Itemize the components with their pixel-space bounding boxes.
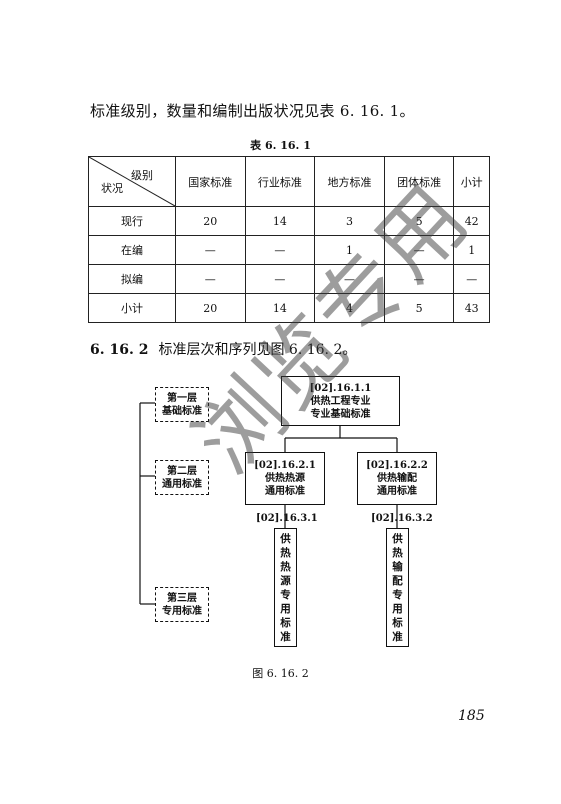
- bottom-right-standard-box: 供 热 输 配 专 用 标 准: [386, 528, 409, 647]
- mid-left-line2: 通用标准: [265, 486, 305, 497]
- row-label: 小计: [88, 293, 176, 323]
- page-number: 185: [458, 708, 485, 724]
- top-standard-box: [02].16.1.1 供热工程专业 专业基础标准: [281, 376, 400, 426]
- bottom-left-code: [02].16.3.1: [256, 513, 318, 524]
- mid-right-code: [02].16.2.2: [366, 460, 428, 471]
- table-corner-cell: 级别 状况: [88, 156, 176, 207]
- layer-2-label: 第二层 通用标准: [155, 460, 209, 495]
- table-cell: —: [453, 264, 490, 294]
- table-cell: 20: [175, 206, 246, 236]
- layer-2-line2: 通用标准: [162, 479, 202, 490]
- section-text: 标准层次和序列见图 6. 16. 2。: [158, 342, 357, 358]
- mid-right-line2: 通用标准: [377, 486, 417, 497]
- top-standard-line2: 专业基础标准: [310, 409, 371, 420]
- vertical-char: 标: [280, 616, 291, 629]
- column-header: 地方标准: [314, 156, 385, 207]
- vertical-char: 配: [392, 574, 403, 587]
- table-row: 现行 20 14 3 5 42: [88, 206, 490, 236]
- vertical-char: 专: [392, 588, 403, 601]
- vertical-char: 用: [280, 602, 291, 615]
- section-heading: 6. 16. 2 标准层次和序列见图 6. 16. 2。: [90, 339, 356, 359]
- table-row: 在编 — — 1 — 1: [88, 235, 490, 265]
- diagonal-line: [89, 157, 175, 206]
- vertical-char: 标: [392, 616, 403, 629]
- intro-paragraph: 标准级别，数量和编制出版状况见表 6. 16. 1。: [90, 102, 415, 120]
- table-cell: —: [244, 264, 316, 294]
- mid-right-line1: 供热输配: [377, 473, 417, 484]
- figure-caption: 图 6. 16. 2: [252, 667, 309, 680]
- row-label: 拟编: [88, 264, 176, 294]
- table-cell: —: [314, 264, 385, 294]
- table-cell: —: [175, 264, 246, 294]
- vertical-char: 准: [280, 630, 291, 643]
- vertical-char: 用: [392, 602, 403, 615]
- top-standard-line1: 供热工程专业: [310, 396, 371, 407]
- column-header: 行业标准: [244, 156, 316, 207]
- bottom-right-code: [02].16.3.2: [371, 513, 433, 524]
- table-cell: —: [175, 235, 246, 265]
- row-label: 现行: [88, 206, 176, 236]
- layer-1-label: 第一层 基础标准: [155, 387, 209, 422]
- section-number: 6. 16. 2: [90, 342, 149, 358]
- top-standard-code: [02].16.1.1: [309, 383, 372, 394]
- vertical-char: 输: [392, 560, 403, 573]
- layer-1-line1: 第一层: [167, 393, 197, 404]
- vertical-char: 专: [280, 588, 291, 601]
- bottom-left-standard-box: 供 热 热 源 专 用 标 准: [274, 528, 297, 647]
- table-cell: 14: [244, 206, 316, 236]
- layer-3-line1: 第三层: [167, 593, 197, 604]
- vertical-char: 准: [392, 630, 403, 643]
- mid-right-standard-box: [02].16.2.2 供热输配 通用标准: [357, 452, 437, 505]
- corner-level-label: 级别: [131, 169, 153, 182]
- mid-left-standard-box: [02].16.2.1 供热热源 通用标准: [245, 452, 325, 505]
- layer-3-label: 第三层 专用标准: [155, 587, 209, 622]
- vertical-char: 供: [392, 532, 403, 545]
- row-label: 在编: [88, 235, 176, 265]
- standards-table: 级别 状况 国家标准 行业标准 地方标准 团体标准 小计 现行 20 14 3 …: [88, 156, 490, 323]
- table-cell: 43: [453, 293, 490, 323]
- layer-2-line1: 第二层: [167, 466, 197, 477]
- mid-left-line1: 供热热源: [265, 473, 305, 484]
- layer-3-line2: 专用标准: [162, 606, 202, 617]
- table-row: 拟编 — — — — —: [88, 264, 490, 294]
- table-row: 小计 20 14 4 5 43: [88, 293, 490, 323]
- table-cell: 4: [314, 293, 385, 323]
- table-cell: 14: [244, 293, 316, 323]
- vertical-char: 供: [280, 532, 291, 545]
- layer-1-line2: 基础标准: [162, 406, 202, 417]
- mid-left-code: [02].16.2.1: [254, 460, 316, 471]
- table-cell: 1: [453, 235, 490, 265]
- table-header-row: 级别 状况 国家标准 行业标准 地方标准 团体标准 小计: [88, 156, 490, 207]
- table-cell: 3: [314, 206, 385, 236]
- column-header: 小计: [453, 156, 490, 207]
- corner-status-label: 状况: [101, 182, 123, 195]
- vertical-char: 热: [280, 560, 291, 573]
- vertical-char: 源: [280, 574, 291, 587]
- table-title: 表 6. 16. 1: [250, 139, 311, 152]
- table-cell: —: [383, 264, 455, 294]
- table-cell: 5: [383, 293, 455, 323]
- vertical-char: 热: [280, 546, 291, 559]
- vertical-char: 热: [392, 546, 403, 559]
- table-cell: 1: [314, 235, 385, 265]
- column-header: 团体标准: [383, 156, 455, 207]
